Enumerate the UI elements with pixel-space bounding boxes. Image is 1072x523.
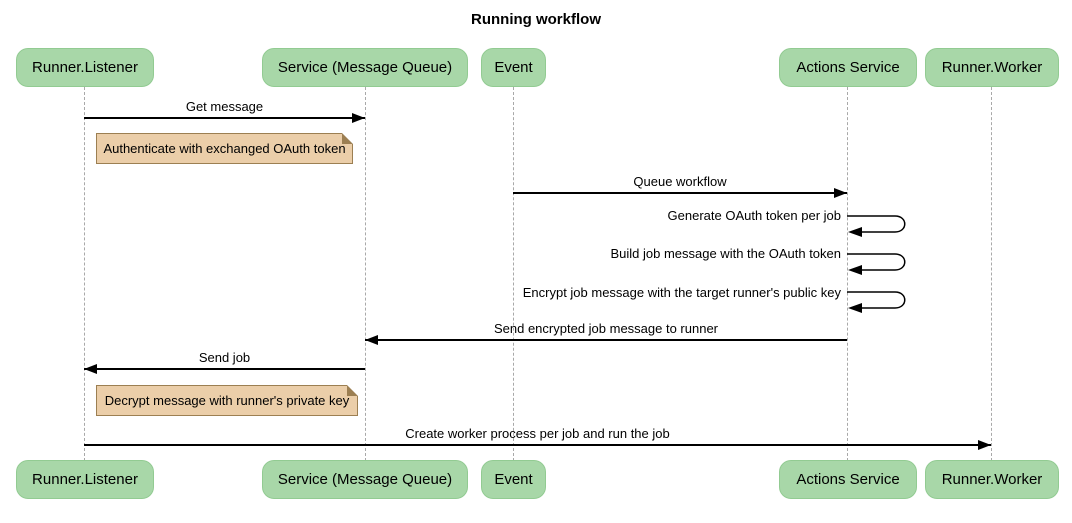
lifeline-runner-worker (991, 87, 992, 461)
message-line-create-worker (84, 444, 991, 446)
actor-top-runner-worker: Runner.Worker (925, 48, 1059, 87)
self-loop-arrow-icon (847, 215, 906, 237)
actor-bottom-event: Event (481, 460, 546, 499)
message-line-get-message (84, 117, 365, 119)
message-label-generate-oauth-token: Generate OAuth token per job (667, 208, 841, 223)
arrowhead-right-icon (834, 188, 847, 198)
message-label-queue-workflow: Queue workflow (633, 174, 727, 189)
actor-bottom-runner-worker: Runner.Worker (925, 460, 1059, 499)
lifeline-runner-listener (84, 87, 85, 461)
message-line-send-encrypted-job (365, 339, 847, 341)
message-label-build-job-message: Build job message with the OAuth token (610, 246, 841, 261)
lifeline-event (513, 87, 514, 461)
actor-bottom-actions-service: Actions Service (779, 460, 917, 499)
message-label-encrypt-job-message: Encrypt job message with the target runn… (522, 285, 841, 300)
message-label-send-encrypted-job: Send encrypted job message to runner (493, 321, 719, 336)
actor-bottom-runner-listener: Runner.Listener (16, 460, 154, 499)
actor-top-event: Event (481, 48, 546, 87)
note-decrypt-private-key: Decrypt message with runner's private ke… (96, 385, 358, 416)
arrowhead-left-icon (365, 335, 378, 345)
message-line-send-job (84, 368, 365, 370)
message-line-queue-workflow (513, 192, 847, 194)
lifeline-actions-service (847, 87, 848, 461)
actor-top-service-message-queue: Service (Message Queue) (262, 48, 468, 87)
arrowhead-right-icon (352, 113, 365, 123)
note-authenticate-oauth: Authenticate with exchanged OAuth token (96, 133, 353, 164)
lifeline-service-message-queue (365, 87, 366, 461)
arrowhead-left-icon (84, 364, 97, 374)
actor-top-runner-listener: Runner.Listener (16, 48, 154, 87)
diagram-title: Running workflow (471, 11, 601, 28)
self-loop-arrow-icon (847, 291, 906, 313)
arrowhead-right-icon (978, 440, 991, 450)
message-label-get-message: Get message (185, 99, 264, 114)
actor-bottom-service-message-queue: Service (Message Queue) (262, 460, 468, 499)
self-loop-arrow-icon (847, 253, 906, 275)
message-label-send-job: Send job (198, 350, 251, 365)
actor-top-actions-service: Actions Service (779, 48, 917, 87)
message-label-create-worker: Create worker process per job and run th… (405, 426, 670, 441)
